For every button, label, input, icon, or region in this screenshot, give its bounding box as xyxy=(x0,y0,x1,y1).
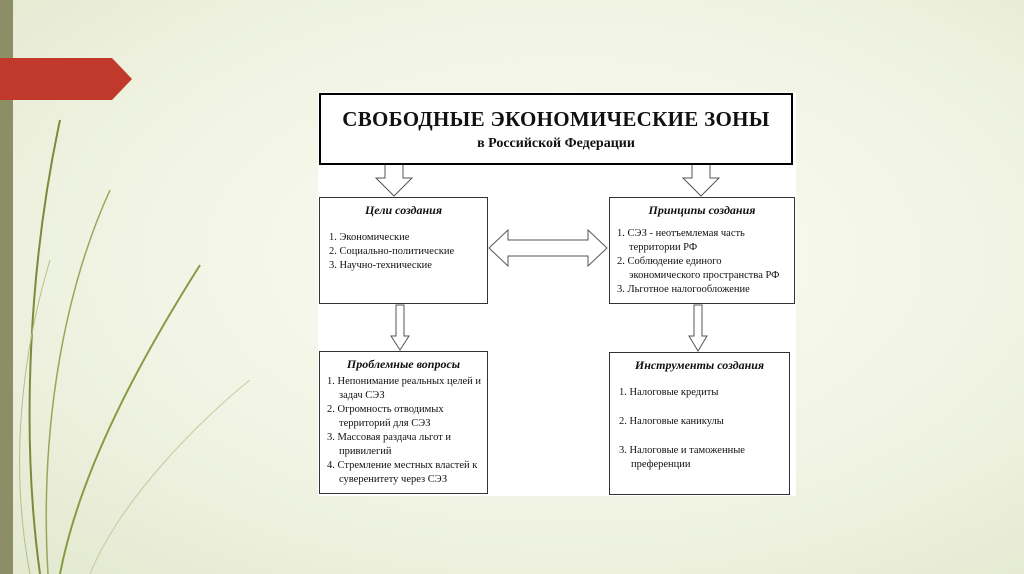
goals-box: Цели создания 1. Экономические 2. Социал… xyxy=(319,197,488,304)
list-item: 1. Налоговые кредиты xyxy=(619,387,719,398)
list-item: 2. Социально-политические xyxy=(329,246,455,257)
goals-list: 1. Экономические 2. Социально-политическ… xyxy=(320,231,487,273)
principles-box: Принципы создания 1. СЭЗ - неотъемлемая … xyxy=(609,197,795,304)
red-accent-tab xyxy=(0,58,132,100)
list-item: 3. Налоговые и таможенные преференции xyxy=(619,445,745,470)
list-item: 1. СЭЗ - неотъемлемая часть территории Р… xyxy=(617,228,745,253)
arrow-down-to-goals xyxy=(374,163,414,197)
tools-list: 1. Налоговые кредиты 2. Налоговые канику… xyxy=(610,386,789,472)
list-item: 3. Массовая раздача льгот и привилегий xyxy=(327,432,452,457)
arrow-down-to-principles xyxy=(681,163,721,197)
decorative-leaves xyxy=(19,119,251,574)
list-item: 2. Соблюдение единого экономического про… xyxy=(617,256,780,281)
goals-title: Цели создания xyxy=(364,203,443,217)
list-item: 3. Льготное налогообложение xyxy=(617,284,750,295)
sez-diagram: СВОБОДНЫЕ ЭКОНОМИЧЕСКИЕ ЗОНЫ в Российско… xyxy=(318,92,796,496)
diagram-arrows xyxy=(374,163,721,352)
arrow-down-to-problems xyxy=(390,304,410,351)
list-item: 1. Экономические xyxy=(329,232,410,243)
principles-title: Принципы создания xyxy=(648,203,756,217)
problems-title: Проблемные вопросы xyxy=(346,357,461,371)
double-arrow-horizontal xyxy=(488,228,608,268)
list-item: 2. Огромность отводимых территорий для С… xyxy=(327,404,444,429)
diagram-title-box: СВОБОДНЫЕ ЭКОНОМИЧЕСКИЕ ЗОНЫ в Российско… xyxy=(319,93,793,165)
problems-list: 1. Непонимание реальных целей и задач СЭ… xyxy=(320,375,487,487)
list-item: 1. Непонимание реальных целей и задач СЭ… xyxy=(327,376,482,401)
tools-title: Инструменты создания xyxy=(634,358,765,372)
list-item: 2. Налоговые каникулы xyxy=(619,416,724,427)
diagram-subtitle: в Российской Федерации xyxy=(477,136,635,151)
list-item: 3. Научно-технические xyxy=(329,260,432,271)
list-item: 4. Стремление местных властей к суверени… xyxy=(327,460,478,485)
tools-box: Инструменты создания 1. Налоговые кредит… xyxy=(609,352,790,495)
arrow-down-to-tools xyxy=(688,304,708,352)
left-accent-bar xyxy=(0,0,13,574)
diagram-title: СВОБОДНЫЕ ЭКОНОМИЧЕСКИЕ ЗОНЫ xyxy=(342,107,770,131)
principles-list: 1. СЭЗ - неотъемлемая часть территории Р… xyxy=(610,227,794,297)
problems-box: Проблемные вопросы 1. Непонимание реальн… xyxy=(319,351,488,494)
